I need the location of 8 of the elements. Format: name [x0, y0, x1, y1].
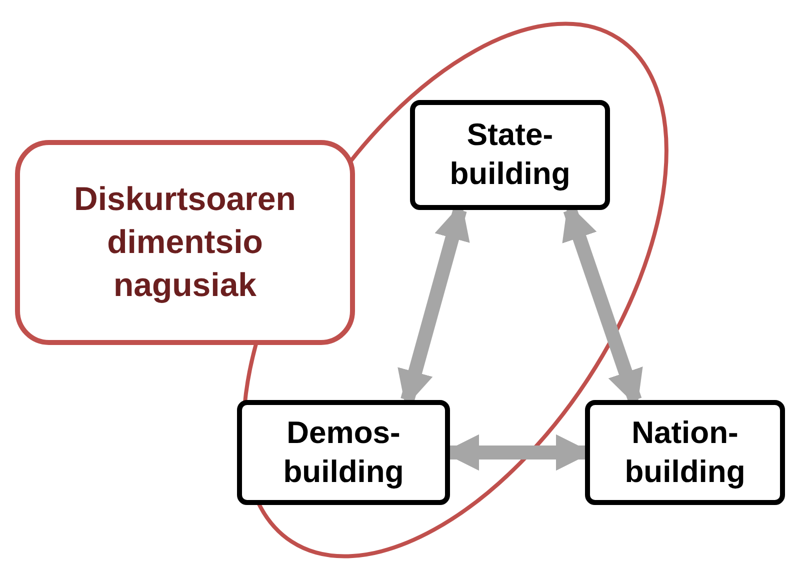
callout-text: Diskurtsoaren dimentsio nagusiak [73, 179, 297, 305]
callout-box [15, 140, 355, 345]
concept-label: Demos-building [282, 414, 405, 491]
concept-box [585, 400, 785, 505]
concept-label: State-building [448, 116, 572, 193]
concept-label: Nation-building [624, 414, 746, 491]
concept-box [410, 100, 610, 210]
concept-box [237, 400, 450, 505]
